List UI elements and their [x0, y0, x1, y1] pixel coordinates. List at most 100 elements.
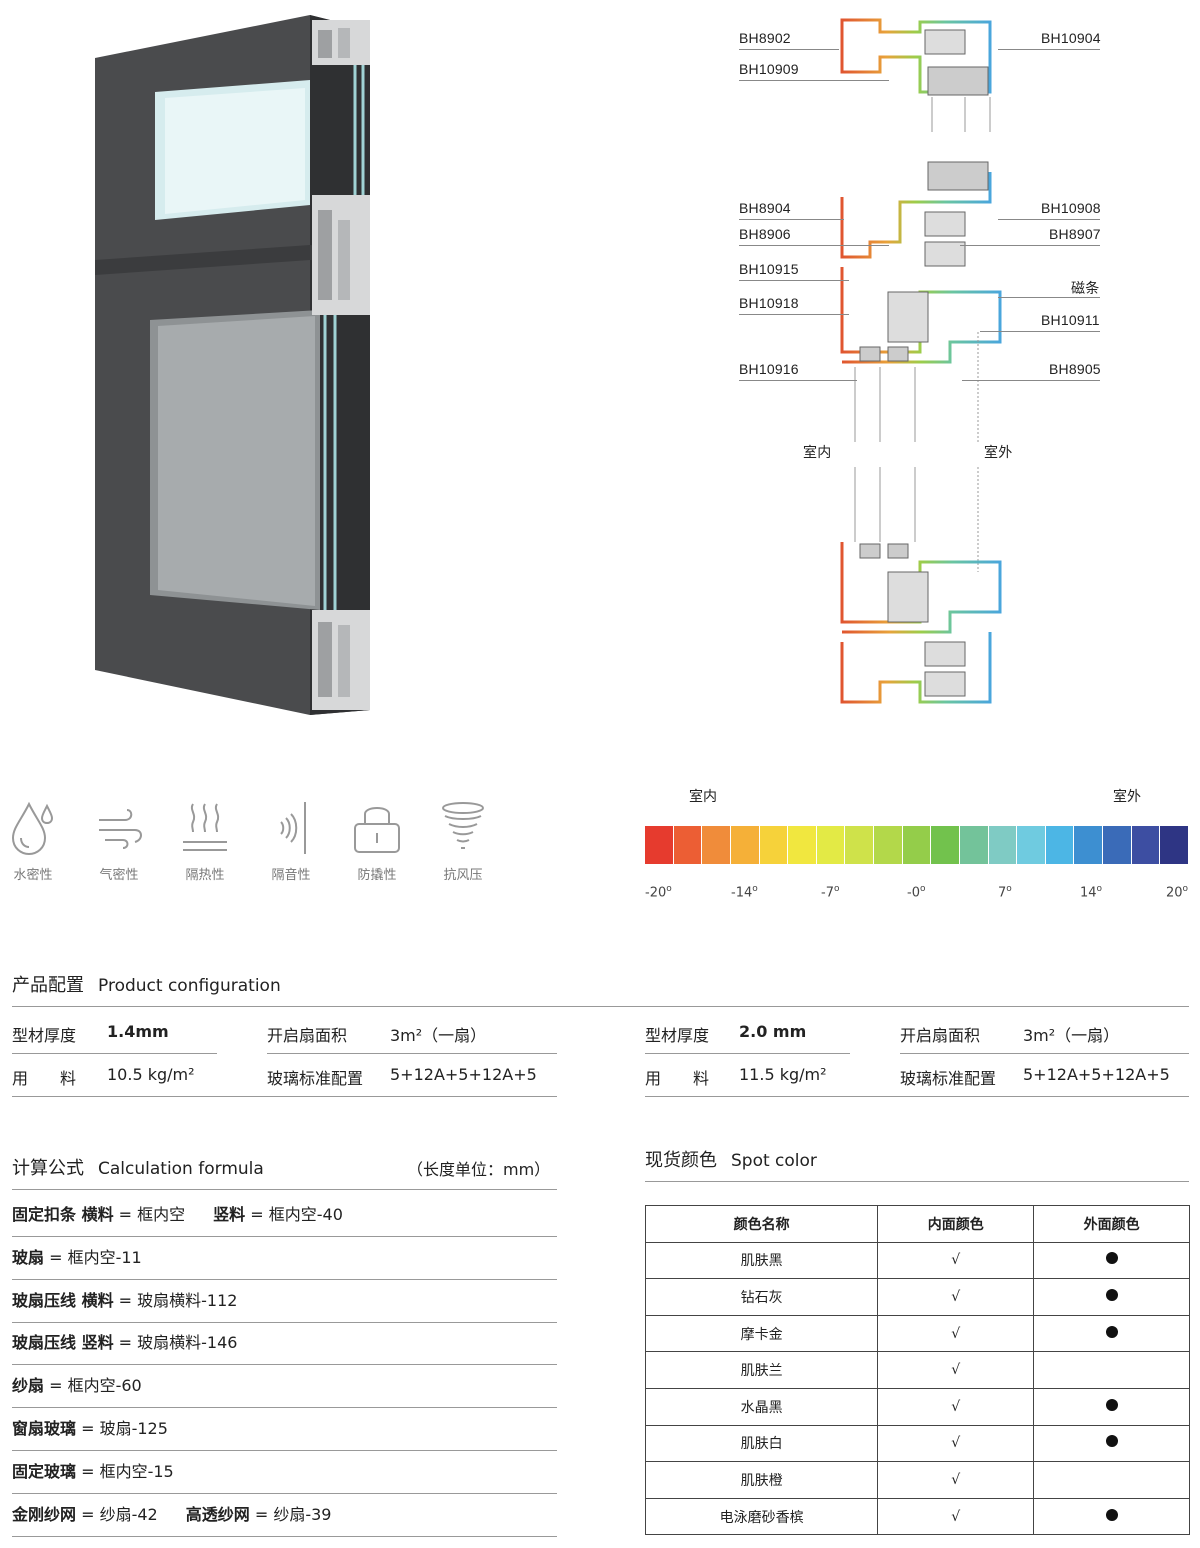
scale-tick: -14o — [731, 884, 758, 901]
label-bh10908: BH10908 — [1041, 200, 1101, 216]
outer-color-cell — [1033, 1351, 1190, 1389]
inner-color-cell: √ — [877, 1241, 1035, 1280]
table-row: 钻石灰√ — [644, 1278, 1190, 1316]
scale-swatch — [1074, 826, 1103, 864]
table-row: 电泳磨砂香槟√ — [644, 1497, 1190, 1536]
label-bh8906: BH8906 — [739, 226, 791, 242]
leader-line — [998, 297, 1100, 298]
temperature-color-scale — [645, 826, 1189, 864]
material-value: 11.5 kg/m² — [739, 1065, 827, 1084]
profile-section-diagram: BH8902 BH10909 BH8904 BH8906 BH10915 BH1… — [730, 12, 1110, 712]
inner-color-cell: √ — [877, 1497, 1035, 1536]
inner-color-cell: √ — [877, 1314, 1035, 1353]
glass-value: 5+12A+5+12A+5 — [390, 1065, 537, 1084]
leader-line — [998, 49, 1100, 50]
divider — [12, 1053, 217, 1054]
thickness-value: 1.4mm — [107, 1022, 169, 1041]
formula-term: 玻扇 — [12, 1247, 45, 1267]
scale-swatch — [902, 826, 932, 864]
formula-term: 固定玻璃 — [12, 1461, 77, 1481]
color-name-cell: 肌肤白 — [644, 1424, 879, 1463]
leader-line — [739, 219, 844, 220]
scale-tick: -7o — [821, 884, 840, 901]
formula-term: 竖料 — [213, 1205, 246, 1224]
color-name-cell: 水晶黑 — [644, 1387, 879, 1426]
formula-term: 高透纱网 — [185, 1504, 250, 1524]
divider — [267, 1053, 557, 1054]
formula-term: 窗扇玻璃 — [12, 1419, 77, 1438]
leader-line — [739, 49, 839, 50]
window-product-image — [95, 15, 370, 715]
spot-color-table: 颜色名称 内面颜色 外面颜色 肌肤黑√钻石灰√摩卡金√肌肤兰√水晶黑√肌肤白√肌… — [644, 1205, 1190, 1536]
divider — [900, 1053, 1189, 1054]
feature-label: 隔热性 — [185, 868, 225, 883]
scale-swatch — [645, 826, 674, 864]
table-row: 肌肤白√ — [644, 1424, 1190, 1463]
outer-color-cell — [1033, 1461, 1190, 1499]
formula-expression: = 玻扇-125 — [76, 1419, 168, 1438]
scale-swatch — [1160, 826, 1189, 864]
scale-tick: 14o — [1080, 884, 1103, 901]
label-bh10915: BH10915 — [739, 261, 799, 277]
outer-color-cell — [1033, 1241, 1190, 1280]
label-outdoor: 室外 — [984, 444, 1013, 460]
formula-expression: = 玻扇横料-112 — [113, 1290, 238, 1310]
scale-swatch — [730, 826, 760, 864]
available-dot-icon — [1105, 1398, 1118, 1411]
divider — [12, 1006, 1189, 1007]
feature-anti-pry: 防撬性 — [345, 800, 409, 883]
color-name-cell: 摩卡金 — [644, 1314, 879, 1353]
scale-swatch — [959, 826, 989, 864]
glass-label: 玻璃标准配置 — [267, 1069, 364, 1088]
available-dot-icon — [1105, 1252, 1118, 1265]
feature-label: 防撬性 — [357, 868, 397, 883]
feature-label: 气密性 — [99, 868, 139, 883]
formula-row: 玻扇压线 横料 = 玻扇横料-112 — [12, 1280, 557, 1323]
scale-swatch — [874, 826, 903, 864]
outer-color-cell — [1033, 1424, 1190, 1463]
feature-watertight: 水密性 — [1, 800, 65, 883]
label-indoor: 室内 — [803, 444, 832, 460]
label-bh10909: BH10909 — [739, 61, 799, 77]
formula-unit: （长度单位：mm） — [407, 1160, 551, 1179]
scale-tick: -0o — [907, 884, 926, 901]
label-bh10916: BH10916 — [739, 361, 799, 377]
available-dot-icon — [1105, 1508, 1118, 1521]
material-value: 10.5 kg/m² — [107, 1065, 195, 1084]
area-label: 开启扇面积 — [900, 1026, 981, 1045]
outer-color-cell — [1033, 1314, 1190, 1353]
available-dot-icon — [1105, 1435, 1118, 1448]
scale-swatch — [759, 826, 789, 864]
available-dot-icon — [1105, 1288, 1118, 1301]
formula-expression: = 框内空-40 — [245, 1205, 343, 1224]
formula-expression: = 纱扇-39 — [249, 1504, 332, 1524]
color-name-cell: 电泳磨砂香槟 — [644, 1497, 879, 1536]
feature-wind-pressure: 抗风压 — [431, 800, 495, 883]
scale-tick: -20o — [645, 884, 672, 901]
material-label: 用 料 — [12, 1069, 77, 1088]
scale-swatch — [931, 826, 960, 864]
label-bh8902: BH8902 — [739, 30, 791, 46]
header-outer-color: 外面颜色 — [1033, 1205, 1190, 1243]
table-row: 水晶黑√ — [644, 1387, 1190, 1426]
table-row: 肌肤橙√ — [644, 1461, 1190, 1499]
material-label: 用 料 — [645, 1069, 710, 1088]
area-label: 开启扇面积 — [267, 1026, 348, 1045]
outer-color-cell — [1033, 1278, 1190, 1316]
feature-label: 隔音性 — [271, 868, 311, 883]
water-drop-icon — [11, 801, 54, 856]
inner-color-cell: √ — [877, 1278, 1035, 1316]
thickness-label: 型材厚度 — [645, 1026, 710, 1045]
leader-line — [960, 245, 1100, 246]
formula-expression: = 框内空-15 — [76, 1461, 174, 1481]
inner-color-cell: √ — [877, 1461, 1035, 1499]
formula-row: 玻扇压线 竖料 = 玻扇横料-146 — [12, 1322, 557, 1366]
label-bh8904: BH8904 — [739, 200, 791, 216]
table-row: 肌肤黑√ — [644, 1241, 1190, 1280]
formula-term: 玻扇压线 横料 — [12, 1290, 114, 1310]
formula-term: 固定扣条 横料 — [12, 1205, 114, 1224]
thickness-label: 型材厚度 — [12, 1026, 77, 1045]
label-bh8905: BH8905 — [1049, 361, 1101, 377]
outer-color-cell — [1033, 1497, 1190, 1536]
